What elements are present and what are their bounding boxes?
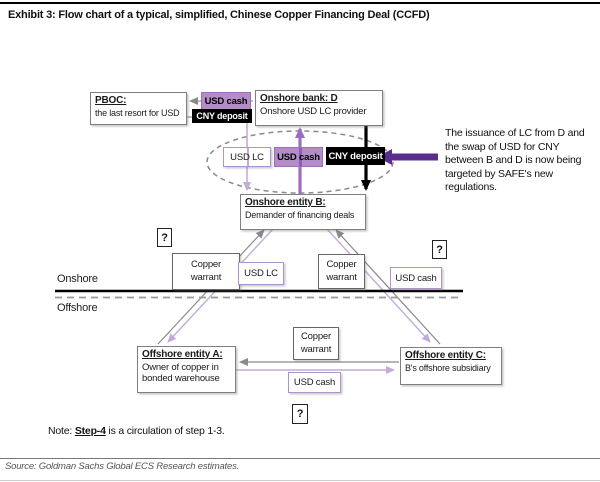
top-rule (0, 2, 600, 4)
copper-warrant-left-label: Copper warrant (172, 253, 240, 290)
usd-lc-swap-label: USD LC (223, 147, 271, 167)
bank-d-name: Onshore bank: D (260, 93, 338, 104)
node-offshore-entity-a: Offshore entity A: Owner of copper in bo… (137, 346, 236, 393)
node-onshore-bank-d: Onshore bank: D Onshore USD LC provider (255, 90, 383, 126)
copper-warrant-line1: Copper (191, 259, 221, 271)
safe-regulation-arrow (377, 149, 438, 165)
source-line: Source: Goldman Sachs Global ECS Researc… (5, 461, 240, 472)
safe-regulation-note: The issuance of LC from D and the swap o… (445, 127, 597, 195)
usd-cash-offshore-label: USD cash (288, 372, 341, 393)
pboc-name: PBOC: (95, 95, 127, 106)
footnote-step: Step-4 (74, 425, 106, 437)
copper-warrant-bottom-label: Copper warrant (293, 327, 339, 360)
node-offshore-entity-c: Offshore entity C: B's offshore subsidia… (400, 347, 502, 385)
onshore-region-label: Onshore (57, 273, 98, 285)
entity-a-name: Offshore entity A: (142, 349, 223, 360)
usd-cash-mid-label: USD cash (390, 267, 442, 289)
usd-lc-mid-label: USD LC (238, 262, 284, 285)
node-pboc: PBOC: the last resort for USD (90, 92, 187, 125)
entity-b-desc: Demander of financing deals (245, 209, 355, 220)
bank-d-desc: Onshore USD LC provider (260, 105, 367, 117)
entity-a-desc2: bonded warehouse (142, 373, 220, 385)
bottom-rule (0, 480, 600, 481)
question-mark-box-bottom: ? (292, 404, 308, 424)
question-mark-box-left: ? (157, 228, 172, 247)
annotation-line: the swap of USD for CNY (445, 140, 560, 153)
copper-warrant-right-label: Copper warrant (318, 254, 365, 289)
source-rule (0, 458, 600, 459)
footnote: Note: Step-4 is a circulation of step 1-… (48, 425, 225, 437)
copper-warrant-line2: warrant (326, 271, 357, 283)
footnote-suffix: is a circulation of step 1-3. (105, 425, 225, 437)
usd-cash-pboc-label: USD cash (201, 92, 251, 110)
entity-c-name: Offshore entity C: (405, 350, 486, 361)
entity-a-desc1: Owner of copper in (142, 361, 219, 373)
copper-warrant-line1: Copper (301, 331, 331, 343)
entity-c-desc: B's offshore subsidiary (405, 362, 491, 373)
copper-warrant-line2: warrant (190, 271, 222, 283)
node-onshore-entity-b: Onshore entity B: Demander of financing … (240, 194, 366, 230)
pboc-desc: the last resort for USD (95, 107, 180, 118)
offshore-region-label: Offshore (57, 302, 98, 314)
copper-warrant-line1: Copper (326, 259, 357, 271)
copper-warrant-line2: warrant (300, 343, 332, 355)
cny-deposit-pboc-label: CNY deposit (192, 109, 252, 123)
cny-deposit-swap-label: CNY deposit (326, 147, 385, 165)
question-mark-box-right: ? (432, 240, 447, 259)
exhibit-title: Exhibit 3: Flow chart of a typical, simp… (8, 9, 430, 21)
annotation-line: between B and D is now being (445, 154, 582, 166)
annotation-line: targeted by SAFE's new (445, 167, 553, 180)
usd-cash-swap-label: USD cash (274, 147, 323, 167)
annotation-line: regulations. (445, 181, 497, 193)
entity-b-name: Onshore entity B: (245, 197, 326, 208)
footnote-prefix: Note: (48, 425, 75, 437)
annotation-line: The issuance of LC from D and (445, 127, 585, 139)
